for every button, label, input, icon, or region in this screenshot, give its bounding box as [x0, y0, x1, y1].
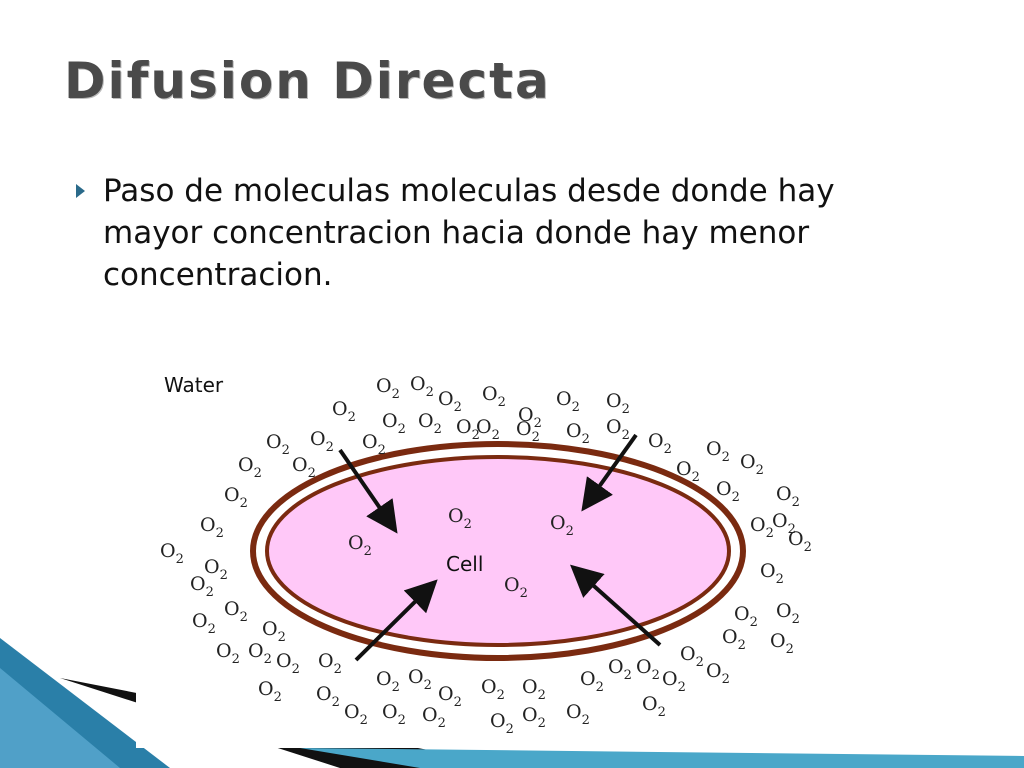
o2-molecule: O2 [636, 656, 660, 683]
cell-label: Cell [446, 552, 483, 576]
o2-molecule: O2 [740, 451, 764, 478]
o2-molecule: O2 [376, 375, 400, 402]
o2-molecule: O2 [310, 428, 334, 455]
o2-molecule: O2 [760, 560, 784, 587]
arrow-top-right [581, 433, 638, 512]
o2-molecule: O2 [348, 532, 372, 559]
o2-molecule: O2 [418, 410, 442, 437]
o2-molecule: O2 [788, 528, 812, 555]
o2-molecule: O2 [410, 373, 434, 400]
corner-stripe-light [0, 668, 120, 768]
o2-molecule: O2 [716, 478, 740, 505]
o2-molecule: O2 [408, 666, 432, 693]
o2-molecule: O2 [504, 574, 528, 601]
o2-molecule: O2 [438, 388, 462, 415]
o2-molecule: O2 [456, 416, 480, 443]
o2-molecule: O2 [608, 656, 632, 683]
o2-molecule: O2 [248, 640, 272, 667]
cell-body [265, 455, 731, 647]
o2-molecule: O2 [642, 693, 666, 720]
o2-molecule: O2 [382, 701, 406, 728]
o2-molecule: O2 [772, 510, 796, 537]
o2-molecule: O2 [706, 660, 730, 687]
o2-molecule: O2 [344, 701, 368, 728]
arrow-bottom-right [570, 564, 662, 647]
o2-molecule: O2 [422, 704, 446, 731]
o2-molecule: O2 [376, 668, 400, 695]
o2-molecule: O2 [550, 512, 574, 539]
o2-molecule: O2 [556, 388, 580, 415]
o2-molecule: O2 [262, 618, 286, 645]
o2-molecule: O2 [606, 390, 630, 417]
o2-molecule: O2 [258, 678, 282, 705]
corner-stripe-teal [300, 748, 1024, 768]
cell-membrane-outer [250, 441, 746, 661]
o2-molecule: O2 [776, 483, 800, 510]
cell-membrane-gap [257, 448, 739, 654]
o2-molecule: O2 [490, 710, 514, 737]
o2-molecule: O2 [482, 383, 506, 410]
o2-molecule: O2 [516, 418, 540, 445]
o2-molecule: O2 [318, 650, 342, 677]
o2-molecule: O2 [776, 600, 800, 627]
bullet-item: Paso de moleculas moleculas desde donde … [76, 170, 936, 296]
o2-molecule: O2 [580, 668, 604, 695]
water-label: Water [164, 373, 224, 397]
o2-molecule: O2 [316, 683, 340, 710]
bullet-arrow-icon [76, 184, 85, 198]
o2-molecule: O2 [160, 540, 184, 567]
o2-molecule: O2 [332, 398, 356, 425]
o2-molecule: O2 [266, 431, 290, 458]
o2-molecule: O2 [204, 556, 228, 583]
o2-molecule: O2 [190, 573, 214, 600]
o2-molecule: O2 [522, 704, 546, 731]
o2-molecule: O2 [676, 458, 700, 485]
o2-molecule: O2 [200, 514, 224, 541]
o2-molecule: O2 [192, 610, 216, 637]
slide-title: Difusion Directa [64, 52, 551, 110]
o2-molecule: O2 [770, 630, 794, 657]
o2-molecule: O2 [648, 430, 672, 457]
o2-molecule: O2 [566, 701, 590, 728]
o2-molecule: O2 [722, 626, 746, 653]
o2-molecule: O2 [382, 410, 406, 437]
o2-molecule: O2 [750, 514, 774, 541]
arrow-bottom-left [354, 579, 438, 662]
o2-molecule: O2 [224, 484, 248, 511]
o2-molecule: O2 [224, 598, 248, 625]
o2-molecule: O2 [518, 404, 542, 431]
o2-molecule: O2 [238, 454, 262, 481]
o2-molecule: O2 [362, 431, 386, 458]
arrow-top-left [338, 448, 398, 534]
o2-molecule: O2 [680, 643, 704, 670]
o2-molecule: O2 [276, 650, 300, 677]
bullet-text: Paso de moleculas moleculas desde donde … [103, 173, 835, 293]
o2-molecule: O2 [216, 640, 240, 667]
o2-molecule: O2 [566, 420, 590, 447]
o2-molecule: O2 [522, 676, 546, 703]
o2-molecule: O2 [481, 676, 505, 703]
o2-molecule: O2 [606, 416, 630, 443]
o2-molecule: O2 [476, 416, 500, 443]
o2-molecule: O2 [438, 683, 462, 710]
o2-molecule: O2 [448, 505, 472, 532]
o2-molecule: O2 [662, 668, 686, 695]
o2-molecule: O2 [292, 454, 316, 481]
o2-molecule: O2 [706, 438, 730, 465]
o2-molecule: O2 [734, 603, 758, 630]
